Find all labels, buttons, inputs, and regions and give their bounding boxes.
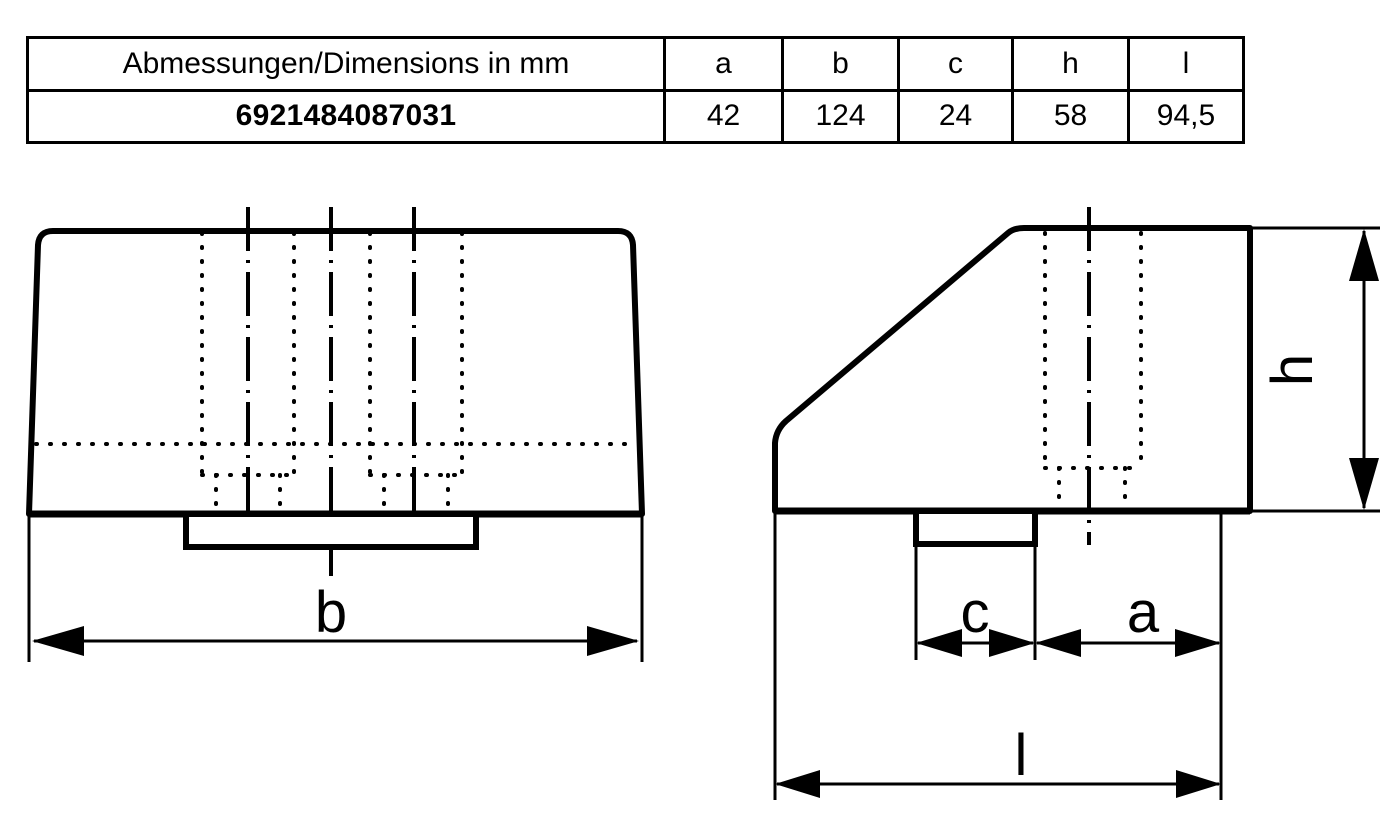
dimension-l-label: l	[1015, 723, 1028, 788]
column-header-a-text: a	[715, 46, 732, 80]
dimension-line-h: h	[1248, 226, 1380, 513]
dimension-c-arrow-right	[989, 629, 1035, 657]
dimension-l-arrow-left	[775, 770, 820, 798]
dimension-h-arrow-bottom	[1349, 458, 1379, 510]
dimension-h-arrow-top	[1349, 229, 1379, 281]
value-h-text: 58	[1053, 99, 1088, 133]
dimension-a-label: a	[1127, 580, 1160, 645]
value-h: 58	[1011, 88, 1130, 144]
dimension-c-label: c	[961, 580, 990, 645]
column-header-c: c	[897, 36, 1014, 92]
front-view: b	[26, 207, 645, 662]
dimension-c-arrow-left	[916, 629, 962, 657]
dimensions-header-text: Abmessungen/Dimensions in mm	[122, 46, 570, 80]
dimension-b-arrow-left	[32, 626, 84, 656]
column-header-l-text: l	[1182, 46, 1190, 80]
front-view-extension-lines	[27, 514, 644, 662]
dimension-line-c: c	[916, 580, 1035, 657]
dimension-line-b: b	[32, 580, 639, 656]
front-view-right-hole-hidden-lines	[368, 231, 464, 514]
column-header-a: a	[663, 36, 784, 92]
dimension-b-label: b	[315, 580, 347, 645]
dimension-l-arrow-right	[1176, 770, 1221, 798]
dimension-b-arrow-right	[587, 626, 639, 656]
column-header-b: b	[781, 36, 900, 92]
dimension-a-arrow-left	[1035, 629, 1081, 657]
front-view-body-outline	[26, 228, 645, 517]
front-view-foot-rect	[183, 511, 479, 550]
column-header-h: h	[1011, 36, 1130, 92]
side-view-extension-lines	[773, 511, 1223, 800]
value-b-text: 124	[815, 99, 866, 133]
side-view: h c a l	[772, 207, 1380, 800]
front-view-left-hole-hidden-lines	[200, 231, 296, 514]
table-header-label-cell: Abmessungen/Dimensions in mm	[26, 36, 666, 92]
value-a-text: 42	[706, 99, 741, 133]
dimensions-table: Abmessungen/Dimensions in mm a b c h l	[26, 36, 1245, 144]
table-header-row: Abmessungen/Dimensions in mm a b c h l	[26, 36, 1245, 92]
dimensions-table-grid: Abmessungen/Dimensions in mm a b c h l	[26, 36, 1245, 144]
column-header-c-text: c	[948, 46, 963, 80]
value-c: 24	[897, 88, 1014, 144]
dimension-line-a: a	[1035, 580, 1221, 657]
side-view-foot-rect	[913, 508, 1038, 547]
column-header-l: l	[1127, 36, 1245, 92]
part-number-text: 6921484087031	[235, 99, 457, 133]
value-b: 124	[781, 88, 900, 144]
value-a: 42	[663, 88, 784, 144]
column-header-h-text: h	[1062, 46, 1079, 80]
dimension-a-arrow-right	[1175, 629, 1221, 657]
dimension-h-label: h	[1260, 354, 1325, 386]
side-view-body-outline	[772, 225, 1253, 514]
value-c-text: 24	[938, 99, 973, 133]
dimension-line-l: l	[775, 723, 1221, 798]
side-view-hole-hidden-lines	[1043, 231, 1143, 511]
part-number-cell: 6921484087031	[26, 88, 666, 144]
value-l: 94,5	[1127, 88, 1245, 144]
column-header-b-text: b	[832, 46, 849, 80]
table-value-row: 6921484087031 42 124 24 58 94,5	[26, 88, 1245, 144]
front-view-centerline-ticks	[246, 207, 416, 232]
front-view-centerlines	[246, 207, 416, 576]
value-l-text: 94,5	[1156, 99, 1216, 133]
